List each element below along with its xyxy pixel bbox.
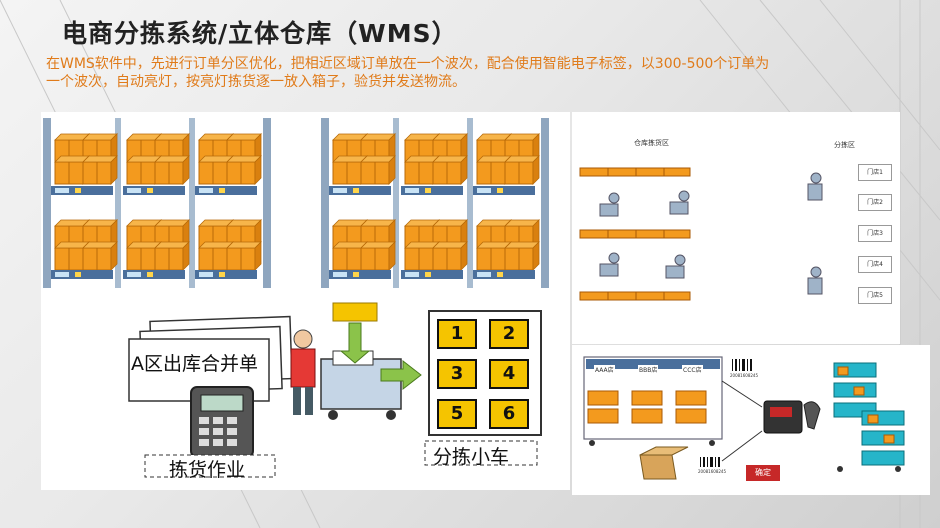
picking-label: 拣货作业 bbox=[169, 459, 246, 481]
slot-2: 2 bbox=[489, 319, 529, 349]
sorting-cart-illustration: AAA店 BBB店 CCC店 20081608245 20081608245 确… bbox=[572, 345, 930, 495]
cart-store-1: AAA店 bbox=[594, 365, 615, 374]
barcode-number-1: 20081608245 bbox=[730, 373, 758, 378]
order-sheet-label: A区出库合并单 bbox=[131, 353, 258, 375]
warehouse-map: 仓库拣货区 分拣区 门店1 门店2 门店3 门店4 门店5 bbox=[572, 112, 900, 344]
sorting-zone-label: 分拣区 bbox=[834, 141, 855, 149]
map-graphics bbox=[579, 167, 823, 301]
description-line-1: 在WMS软件中，先进行订单分区优化，把相近区域订单放在一个波次，配合使用智能电子… bbox=[46, 56, 770, 72]
slot-3: 3 bbox=[437, 359, 477, 389]
store-box-5: 门店5 bbox=[858, 287, 892, 304]
shelving-illustration bbox=[41, 112, 570, 289]
sorting-cart-label: 分拣小车 bbox=[433, 446, 510, 468]
barcode-number-2: 20081608245 bbox=[698, 469, 726, 474]
cart-store-2: BBB店 bbox=[638, 365, 659, 374]
slot-4: 4 bbox=[489, 359, 529, 389]
store-box-4: 门店4 bbox=[858, 256, 892, 273]
storage-racks bbox=[41, 112, 570, 289]
slot-6: 6 bbox=[489, 399, 529, 429]
cart-graphics bbox=[583, 356, 905, 480]
slot-5: 5 bbox=[437, 399, 477, 429]
confirm-button[interactable]: 确定 bbox=[746, 465, 780, 481]
store-box-1: 门店1 bbox=[858, 164, 892, 181]
store-box-2: 门店2 bbox=[858, 194, 892, 211]
page-description: 在WMS软件中，先进行订单分区优化，把相近区域订单放在一个波次，配合使用智能电子… bbox=[46, 55, 876, 91]
picking-flow-illustration: A区出库合并单 拣货作业 分拣小车 1 2 3 4 5 6 bbox=[41, 289, 570, 490]
store-box-3: 门店3 bbox=[858, 225, 892, 242]
flow-graphics bbox=[128, 302, 542, 478]
description-line-2: 一个波次，自动亮灯，按亮灯拣货逐一放入箱子，验货并发送物流。 bbox=[46, 74, 466, 90]
cart-store-3: CCC店 bbox=[682, 365, 703, 374]
page-title: 电商分拣系统/立体仓库（WMS） bbox=[62, 19, 458, 48]
slot-1: 1 bbox=[437, 319, 477, 349]
warehouse-zone-label: 仓库拣货区 bbox=[634, 139, 669, 147]
